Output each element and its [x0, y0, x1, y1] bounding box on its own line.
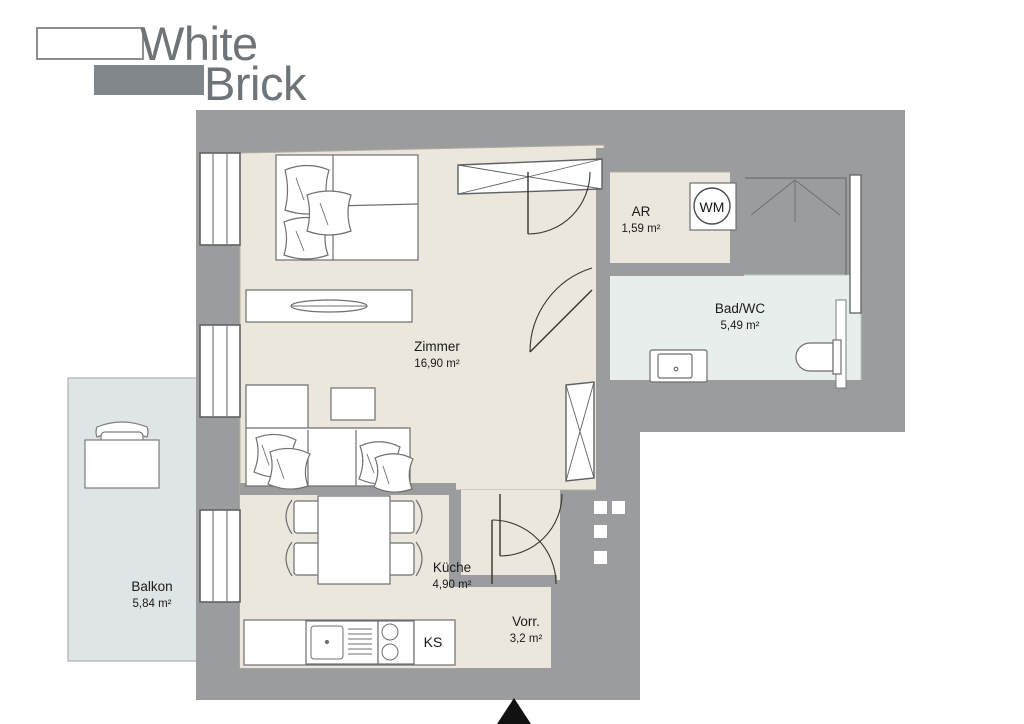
fixture-cooktop: [381, 623, 399, 661]
room-name-badwc: Bad/WC: [715, 301, 766, 316]
room-name-ar: AR: [632, 204, 651, 219]
room-name-balkon: Balkon: [131, 579, 172, 594]
fixture-coffee-table: [330, 387, 376, 421]
room-name-kueche: Küche: [433, 560, 471, 575]
fixture-sideboard: [245, 289, 413, 323]
fixture-balcony-table-2-chairs: [84, 421, 160, 489]
fixture-corner-sofa: [245, 384, 414, 493]
fixture-dining-table-4-chairs: [285, 495, 423, 585]
door-entry-zimmer-top: [527, 171, 591, 235]
label-kueche: Küche 4,90 m²: [433, 560, 472, 591]
fixture-kitchen-sink: [310, 625, 372, 660]
window-top-zimmer: [457, 158, 603, 195]
doors: [491, 171, 593, 585]
tag-wm-label: WM: [700, 199, 725, 215]
door-zimmer-bath: [529, 267, 593, 353]
label-badwc: Bad/WC 5,49 m²: [715, 301, 766, 332]
room-area-vorr: 3,2 m²: [510, 633, 543, 645]
interior-walls: [240, 148, 866, 670]
window-left-top: [199, 152, 241, 246]
room-area-zimmer: 16,90 m²: [414, 358, 460, 370]
tag-ks-label: KS: [424, 634, 443, 650]
brand-logo: White Brick: [32, 12, 342, 107]
room-area-badwc: 5,49 m²: [721, 320, 760, 332]
fixture-toilet: [795, 339, 842, 375]
fixture-washbasin: [649, 349, 708, 383]
brand-word-white: White: [140, 17, 258, 70]
logo-outline-bar-icon: [36, 27, 144, 60]
windows: [199, 152, 862, 603]
room-area-kueche: 4,90 m²: [433, 579, 472, 591]
tag-wm-washing-machine: WM: [689, 182, 737, 231]
room-name-vorr: Vorr.: [512, 614, 540, 629]
door-kueche: [499, 493, 563, 557]
room-area-ar: 1,59 m²: [622, 223, 661, 235]
wall-niches: [594, 501, 625, 564]
window-bath-right: [849, 174, 862, 314]
door-vorr: [491, 519, 557, 585]
logo-solid-bar-icon: [94, 65, 204, 95]
brand-word-brick: Brick: [204, 57, 306, 110]
room-area-balkon: 5,84 m²: [133, 598, 172, 610]
window-left-middle: [199, 324, 241, 418]
room-balkon: [67, 377, 206, 662]
window-left-bottom: [199, 509, 241, 603]
entrance-arrow-icon: [497, 698, 531, 724]
label-balkon: Balkon 5,84 m²: [131, 579, 172, 610]
window-right-zimmer: [565, 381, 595, 482]
label-vorr: Vorr. 3,2 m²: [510, 614, 543, 645]
room-name-zimmer: Zimmer: [414, 339, 460, 354]
fixture-shower: [745, 177, 847, 275]
label-ar: AR 1,59 m²: [622, 204, 661, 235]
label-zimmer: Zimmer 16,90 m²: [414, 339, 460, 370]
fixture-double-bed: [275, 154, 419, 261]
tag-ks-fridge: KS: [413, 619, 456, 666]
room-labels: Zimmer 16,90 m² AR 1,59 m² Bad/WC 5,49 m…: [131, 204, 765, 645]
